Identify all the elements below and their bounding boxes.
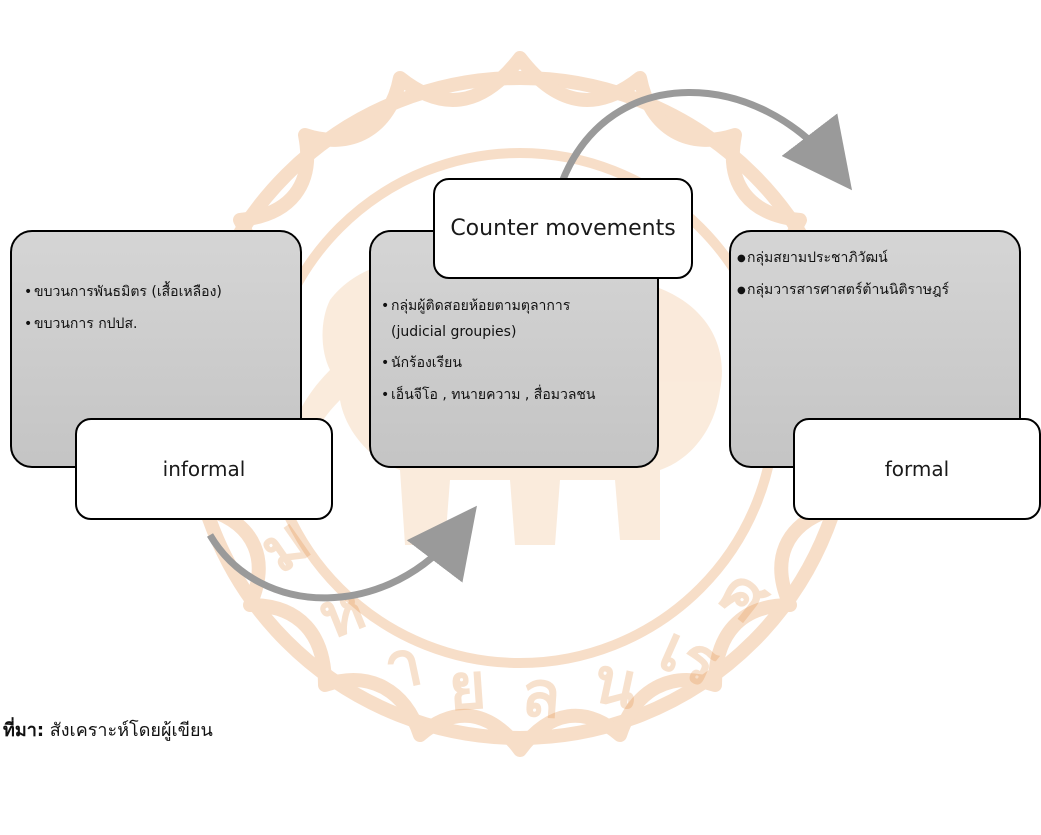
- formal-items: กลุ่มสยามประชาภิวัฒน์ กลุ่มวารสารศาสตร์ต…: [737, 248, 949, 311]
- source-caption: ที่มา: สังเคราะห์โดยผู้เขียน: [3, 715, 213, 744]
- counter-movements-label: Counter movements: [450, 216, 676, 241]
- informal-label: informal: [162, 457, 246, 481]
- counter-movements-items: กลุ่มผู้ติดสอยห้อยตามตุลาการ (judicial g…: [381, 296, 595, 417]
- counter-movements-label-box: Counter movements: [433, 178, 693, 279]
- svg-text:า: า: [378, 625, 429, 706]
- source-label: ที่มา:: [3, 720, 45, 741]
- svg-text:น: น: [587, 642, 646, 725]
- counter-item-1: กลุ่มผู้ติดสอยห้อยตามตุลาการ: [381, 296, 595, 318]
- formal-label: formal: [884, 457, 950, 481]
- counter-item-3: เอ็นจีโอ , ทนายความ , สื่อมวลชน: [381, 385, 595, 407]
- source-text: สังเคราะห์โดยผู้เขียน: [49, 720, 213, 741]
- formal-item-1: กลุ่มสยามประชาภิวัฒน์: [737, 248, 949, 270]
- informal-items: ขบวนการพันธมิตร (เสื้อเหลือง) ขบวนการ กป…: [24, 282, 222, 345]
- svg-text:ห: ห: [308, 569, 375, 654]
- informal-item-2: ขบวนการ กปปส.: [24, 314, 222, 336]
- svg-text:ล: ล: [519, 656, 563, 734]
- formal-label-box: formal: [793, 418, 1041, 520]
- counter-item-2: นักร้องเรียน: [381, 353, 595, 375]
- informal-label-box: informal: [75, 418, 333, 520]
- svg-text:ศ: ศ: [705, 554, 784, 639]
- formal-item-2: กลุ่มวารสารศาสตร์ต้านนิติราษฎร์: [737, 280, 949, 302]
- arrow-top: [558, 89, 853, 191]
- arrow-bottom: [206, 505, 477, 602]
- svg-text:เร: เร: [648, 611, 730, 702]
- counter-item-1b: (judicial groupies): [391, 323, 517, 340]
- informal-item-1: ขบวนการพันธมิตร (เสื้อเหลือง): [24, 282, 222, 304]
- svg-text:ย: ย: [446, 649, 489, 726]
